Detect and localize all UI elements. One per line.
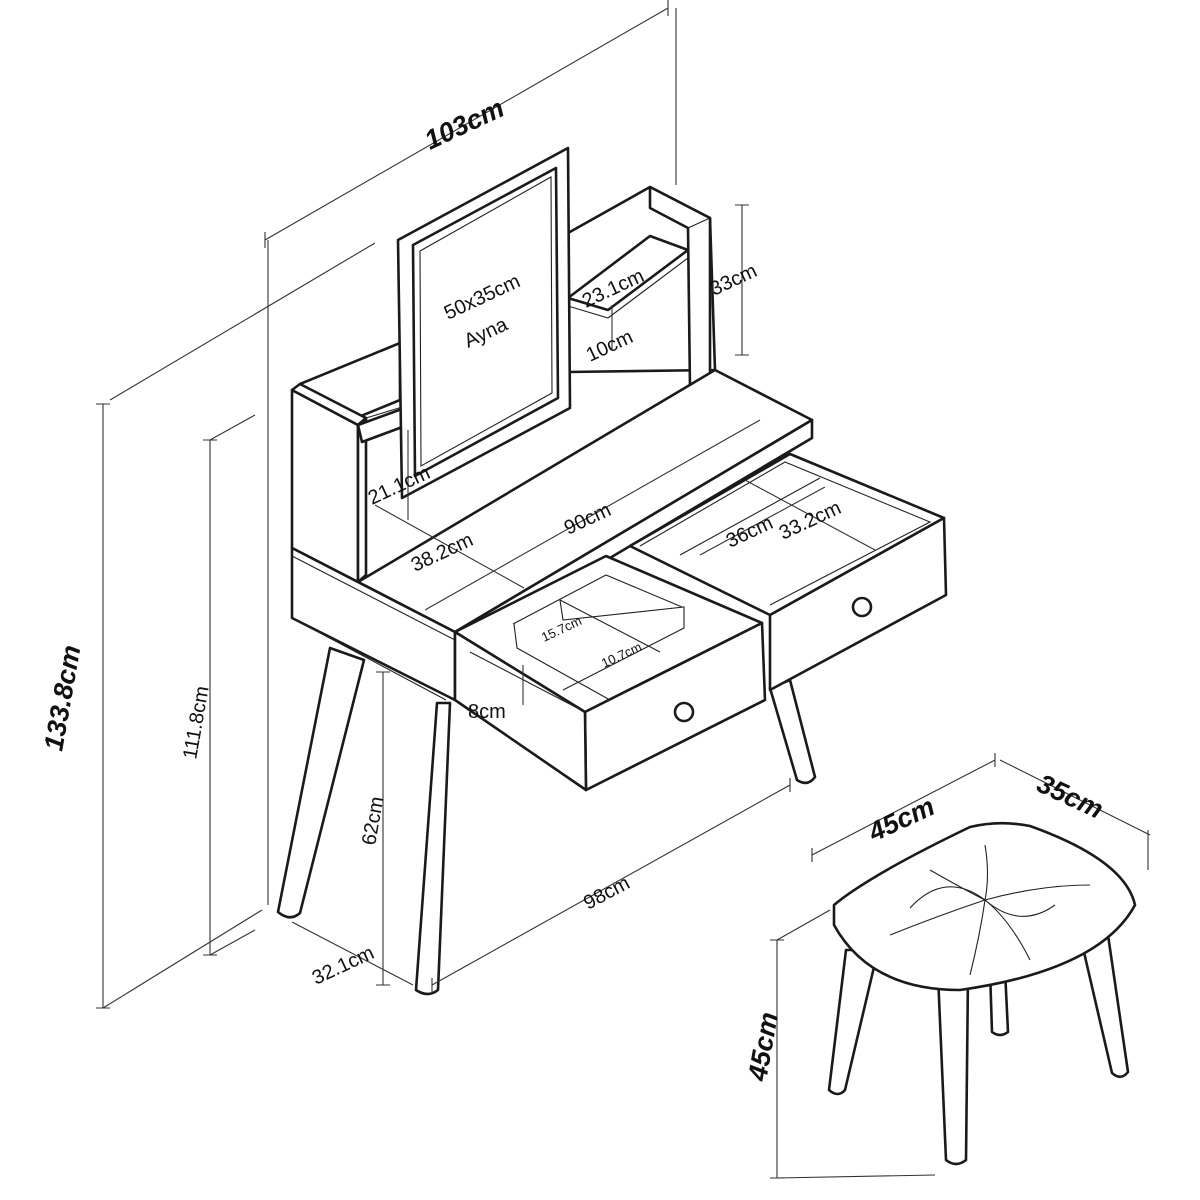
- label-drawer-height: 8cm: [468, 701, 506, 723]
- front-legs: [414, 701, 452, 996]
- label-upper-height: 33cm: [707, 260, 761, 301]
- label-total-width: 103cm: [420, 93, 509, 156]
- label-leg-height: 62cm: [358, 795, 388, 847]
- label-stool-width: 45cm: [863, 791, 939, 848]
- label-stool-height: 45cm: [742, 1010, 784, 1084]
- mirror: [396, 146, 572, 500]
- stool: [827, 821, 1137, 1166]
- label-base-width: 98cm: [580, 872, 634, 914]
- label-stool-depth: 35cm: [1032, 768, 1107, 824]
- label-total-height: 133.8cm: [38, 643, 86, 753]
- label-left-shelf-gap: 21.1cm: [365, 462, 434, 510]
- table-body: [290, 368, 948, 792]
- label-table-height: 111.8cm: [179, 684, 213, 760]
- dimension-lines: [96, 0, 1151, 1179]
- table-legs: [276, 646, 817, 919]
